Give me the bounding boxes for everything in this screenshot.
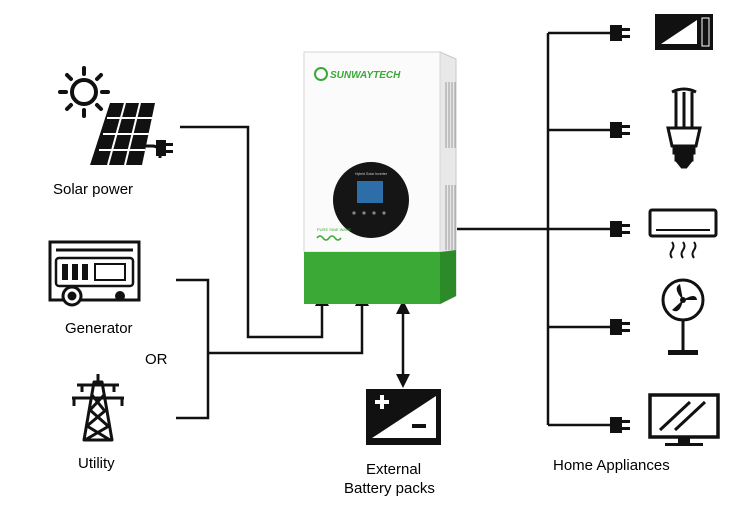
tv-icon: [648, 393, 720, 446]
solar-power-label: Solar power: [53, 181, 134, 198]
plug-icon: [610, 221, 630, 237]
battery-label-line2: Battery packs: [344, 480, 435, 497]
inverter-brand: SUNWAYTECH: [330, 70, 401, 81]
inverter-panel-caption: Hybrid Solar Inverter: [355, 172, 388, 176]
fan-icon: [661, 278, 705, 355]
source-connection-lines: [176, 125, 364, 420]
light-bulb-icon: [666, 87, 702, 169]
battery-label-line1: External: [366, 461, 422, 478]
plug-icon: [610, 417, 630, 433]
or-label: OR: [145, 351, 168, 368]
home-appliances-label: Home Appliances: [553, 457, 670, 474]
generator-icon: [48, 240, 141, 307]
inverter-vents: [445, 82, 456, 250]
solar-plug-icon: [142, 140, 173, 158]
utility-label: Utility: [78, 455, 115, 472]
sine-wave-icon: [316, 235, 342, 241]
appliance-bus-lines: [457, 31, 610, 427]
battery-icon: [366, 389, 441, 445]
inverter-tagline: PURE SINE WAVE: [317, 227, 351, 232]
inverter-unit: SUNWAYTECH Hybrid Solar Inverter PURE SI…: [303, 51, 457, 305]
appliance-plugs: [610, 25, 630, 433]
plug-icon: [610, 122, 630, 138]
plug-icon: [610, 25, 630, 41]
sun-icon: [58, 66, 110, 118]
generator-label: Generator: [65, 320, 133, 337]
brand-logo-icon: [314, 67, 328, 81]
battery-link-arrow: [396, 300, 410, 388]
solar-panel-icon: [90, 102, 173, 166]
utility-tower-icon: [72, 374, 124, 442]
inverter-lcd: [357, 181, 383, 203]
plug-icon: [610, 319, 630, 335]
air-conditioner-icon: [648, 208, 718, 259]
microwave-icon: [655, 14, 713, 50]
